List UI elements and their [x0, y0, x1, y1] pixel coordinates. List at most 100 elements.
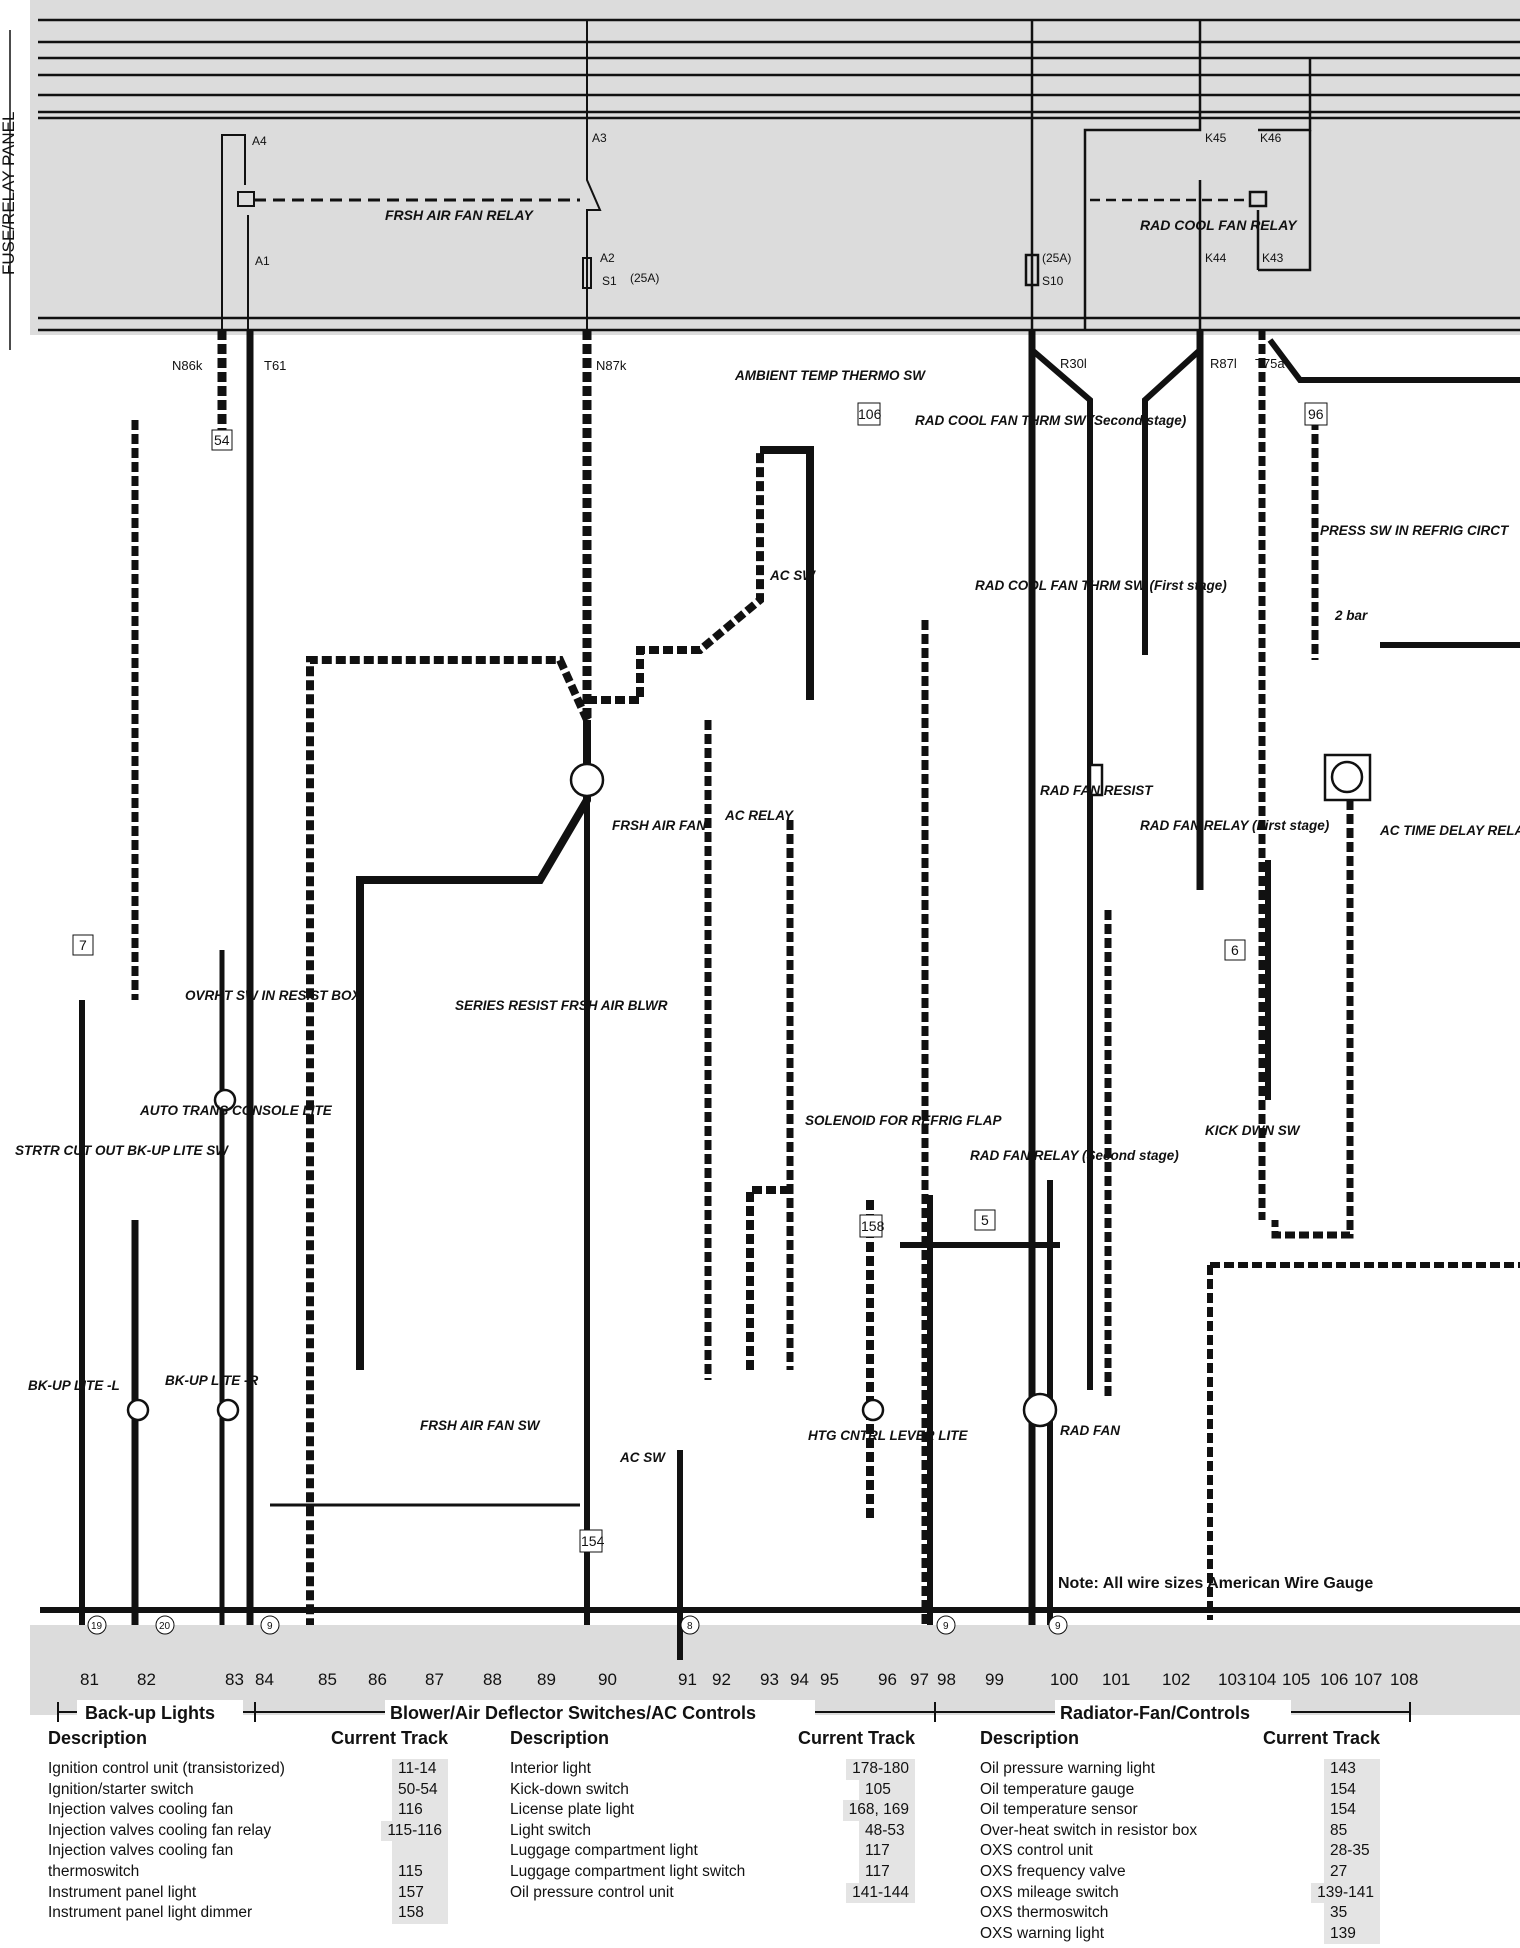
legend-track: 105	[859, 1779, 915, 1801]
label-series-resist: SERIES RESIST FRSH AIR BLWR	[455, 998, 668, 1013]
rad-fan-motor	[1022, 1392, 1058, 1428]
legend-header-track: Current Track	[797, 1728, 915, 1748]
box-54: 54	[214, 432, 230, 448]
bus-lines	[38, 18, 1520, 332]
legend-track: 154	[1324, 1800, 1380, 1821]
fuse-s10-rating: (25A)	[1042, 251, 1071, 265]
label-rad-fan-relay-first: RAD FAN RELAY (First stage)	[1140, 818, 1330, 833]
legend-track: 85	[1324, 1820, 1380, 1842]
track-number: 92	[712, 1670, 731, 1689]
legend-track: 158	[392, 1903, 448, 1924]
section-radiator: Radiator-Fan/Controls	[1060, 1703, 1250, 1723]
legend-header-description: Description	[510, 1728, 610, 1748]
legend-description: OXS warning light	[980, 1924, 1105, 1942]
legend-row: Oil temperature gauge 154	[980, 1779, 1380, 1801]
legend-description: Ignition control unit (transistorized)	[48, 1760, 285, 1777]
legend-description: Oil pressure control unit	[510, 1883, 674, 1901]
connector-r87l: R87l	[1210, 356, 1237, 371]
label-ac-relay: AC RELAY	[724, 808, 795, 823]
legend-track: 178-180	[846, 1759, 915, 1780]
relay-label-frsh-air-fan: FRSH AIR FAN RELAY	[385, 207, 534, 223]
relay-label-rad-cool-fan: RAD COOL FAN RELAY	[1140, 217, 1298, 233]
track-number: 83	[225, 1670, 244, 1689]
legend-description: Oil pressure warning light	[980, 1760, 1155, 1777]
track-number: 105	[1282, 1670, 1310, 1689]
legend-description: OXS frequency valve	[980, 1862, 1126, 1880]
wires	[40, 330, 1520, 1660]
legend-track: 154	[1324, 1779, 1380, 1801]
label-frsh-air-fan: FRSH AIR FAN	[612, 818, 706, 833]
legend-description: Luggage compartment light	[510, 1842, 698, 1860]
legend-description: Ignition/starter switch	[48, 1780, 194, 1798]
terminal-k44: K44	[1205, 251, 1227, 265]
legend-description: Over-heat switch in resistor box	[980, 1821, 1198, 1839]
legend-header-description: Description	[48, 1728, 148, 1748]
label-auto-trans: AUTO TRANS CONSOLE LITE	[139, 1103, 333, 1118]
ground-19: 19	[91, 1621, 103, 1632]
label-ovrht-sw: OVRHT SW IN RESIST BOX	[185, 988, 362, 1003]
terminal-k43: K43	[1262, 251, 1284, 265]
label-solenoid: SOLENOID FOR REFRIG FLAP	[805, 1113, 1002, 1128]
label-press-value: 2 bar	[1334, 608, 1368, 623]
bk-up-lite-l	[126, 1398, 150, 1422]
reference-boxes: 54 106 96 7 6 5 158 154	[72, 402, 1328, 1553]
section-blower: Blower/Air Deflector Switches/AC Control…	[390, 1703, 756, 1723]
box-158: 158	[861, 1218, 885, 1234]
rad-cool-fan-relay	[1024, 20, 1312, 330]
connector-n87k: N87k	[596, 358, 627, 373]
track-number: 95	[820, 1670, 839, 1689]
legend-track: 139	[1324, 1923, 1380, 1945]
track-number: 88	[483, 1670, 502, 1689]
legend-track: 115-116	[381, 1820, 448, 1842]
box-106: 106	[858, 406, 882, 422]
label-ac-time-delay: AC TIME DELAY RELAY	[1379, 823, 1520, 838]
box-6: 6	[1231, 942, 1239, 958]
legend-track: 27	[1324, 1861, 1380, 1883]
terminal-a2: A2	[600, 251, 615, 265]
legend-description: Luggage compartment light switch	[510, 1862, 746, 1880]
track-number: 94	[790, 1670, 809, 1689]
legend-row: Instrument panel light dimmer 158	[48, 1903, 448, 1924]
legend-description: Injection valves cooling fan	[48, 1842, 234, 1860]
legend-description: Injection valves cooling fan relay	[48, 1821, 272, 1839]
track-number: 102	[1162, 1670, 1190, 1689]
track-number: 82	[137, 1670, 156, 1689]
terminal-k46: K46	[1260, 131, 1282, 145]
fuse-s1-rating: (25A)	[630, 271, 659, 285]
legend-description: Light switch	[510, 1821, 591, 1839]
legend-header-track: Current Track	[1262, 1728, 1380, 1748]
ground-9a: 9	[267, 1621, 273, 1632]
terminal-a3: A3	[592, 131, 607, 145]
label-htg-cntrl: HTG CNTRL LEVER LITE	[808, 1428, 968, 1443]
panel-side-label: FUSE/RELAY PANEL	[0, 112, 18, 275]
legend-track	[392, 1841, 448, 1862]
box-154: 154	[581, 1533, 605, 1549]
legend-track: 11-14	[392, 1759, 448, 1780]
legend-description: Injection valves cooling fan	[48, 1801, 234, 1819]
legend-description: Oil temperature sensor	[980, 1801, 1138, 1819]
label-ac-sw-bottom: AC SW	[619, 1450, 666, 1465]
terminal-a1: A1	[255, 254, 270, 268]
track-number: 85	[318, 1670, 337, 1689]
fuse-s10-name: S10	[1042, 274, 1064, 288]
fuse-relay-panel	[30, 0, 1520, 335]
label-bk-up-lite-r: BK-UP LITE -R	[165, 1373, 258, 1388]
legend-description: Oil temperature gauge	[980, 1780, 1135, 1798]
legend-description: OXS thermoswitch	[980, 1904, 1109, 1922]
legend-description: Instrument panel light dimmer	[48, 1904, 253, 1922]
label-rad-fan-resist: RAD FAN RESIST	[1040, 783, 1154, 798]
track-number: 99	[985, 1670, 1004, 1689]
legend-row: OXS warning light 139	[980, 1923, 1380, 1945]
legend-description: License plate light	[510, 1801, 635, 1819]
track-number: 87	[425, 1670, 444, 1689]
